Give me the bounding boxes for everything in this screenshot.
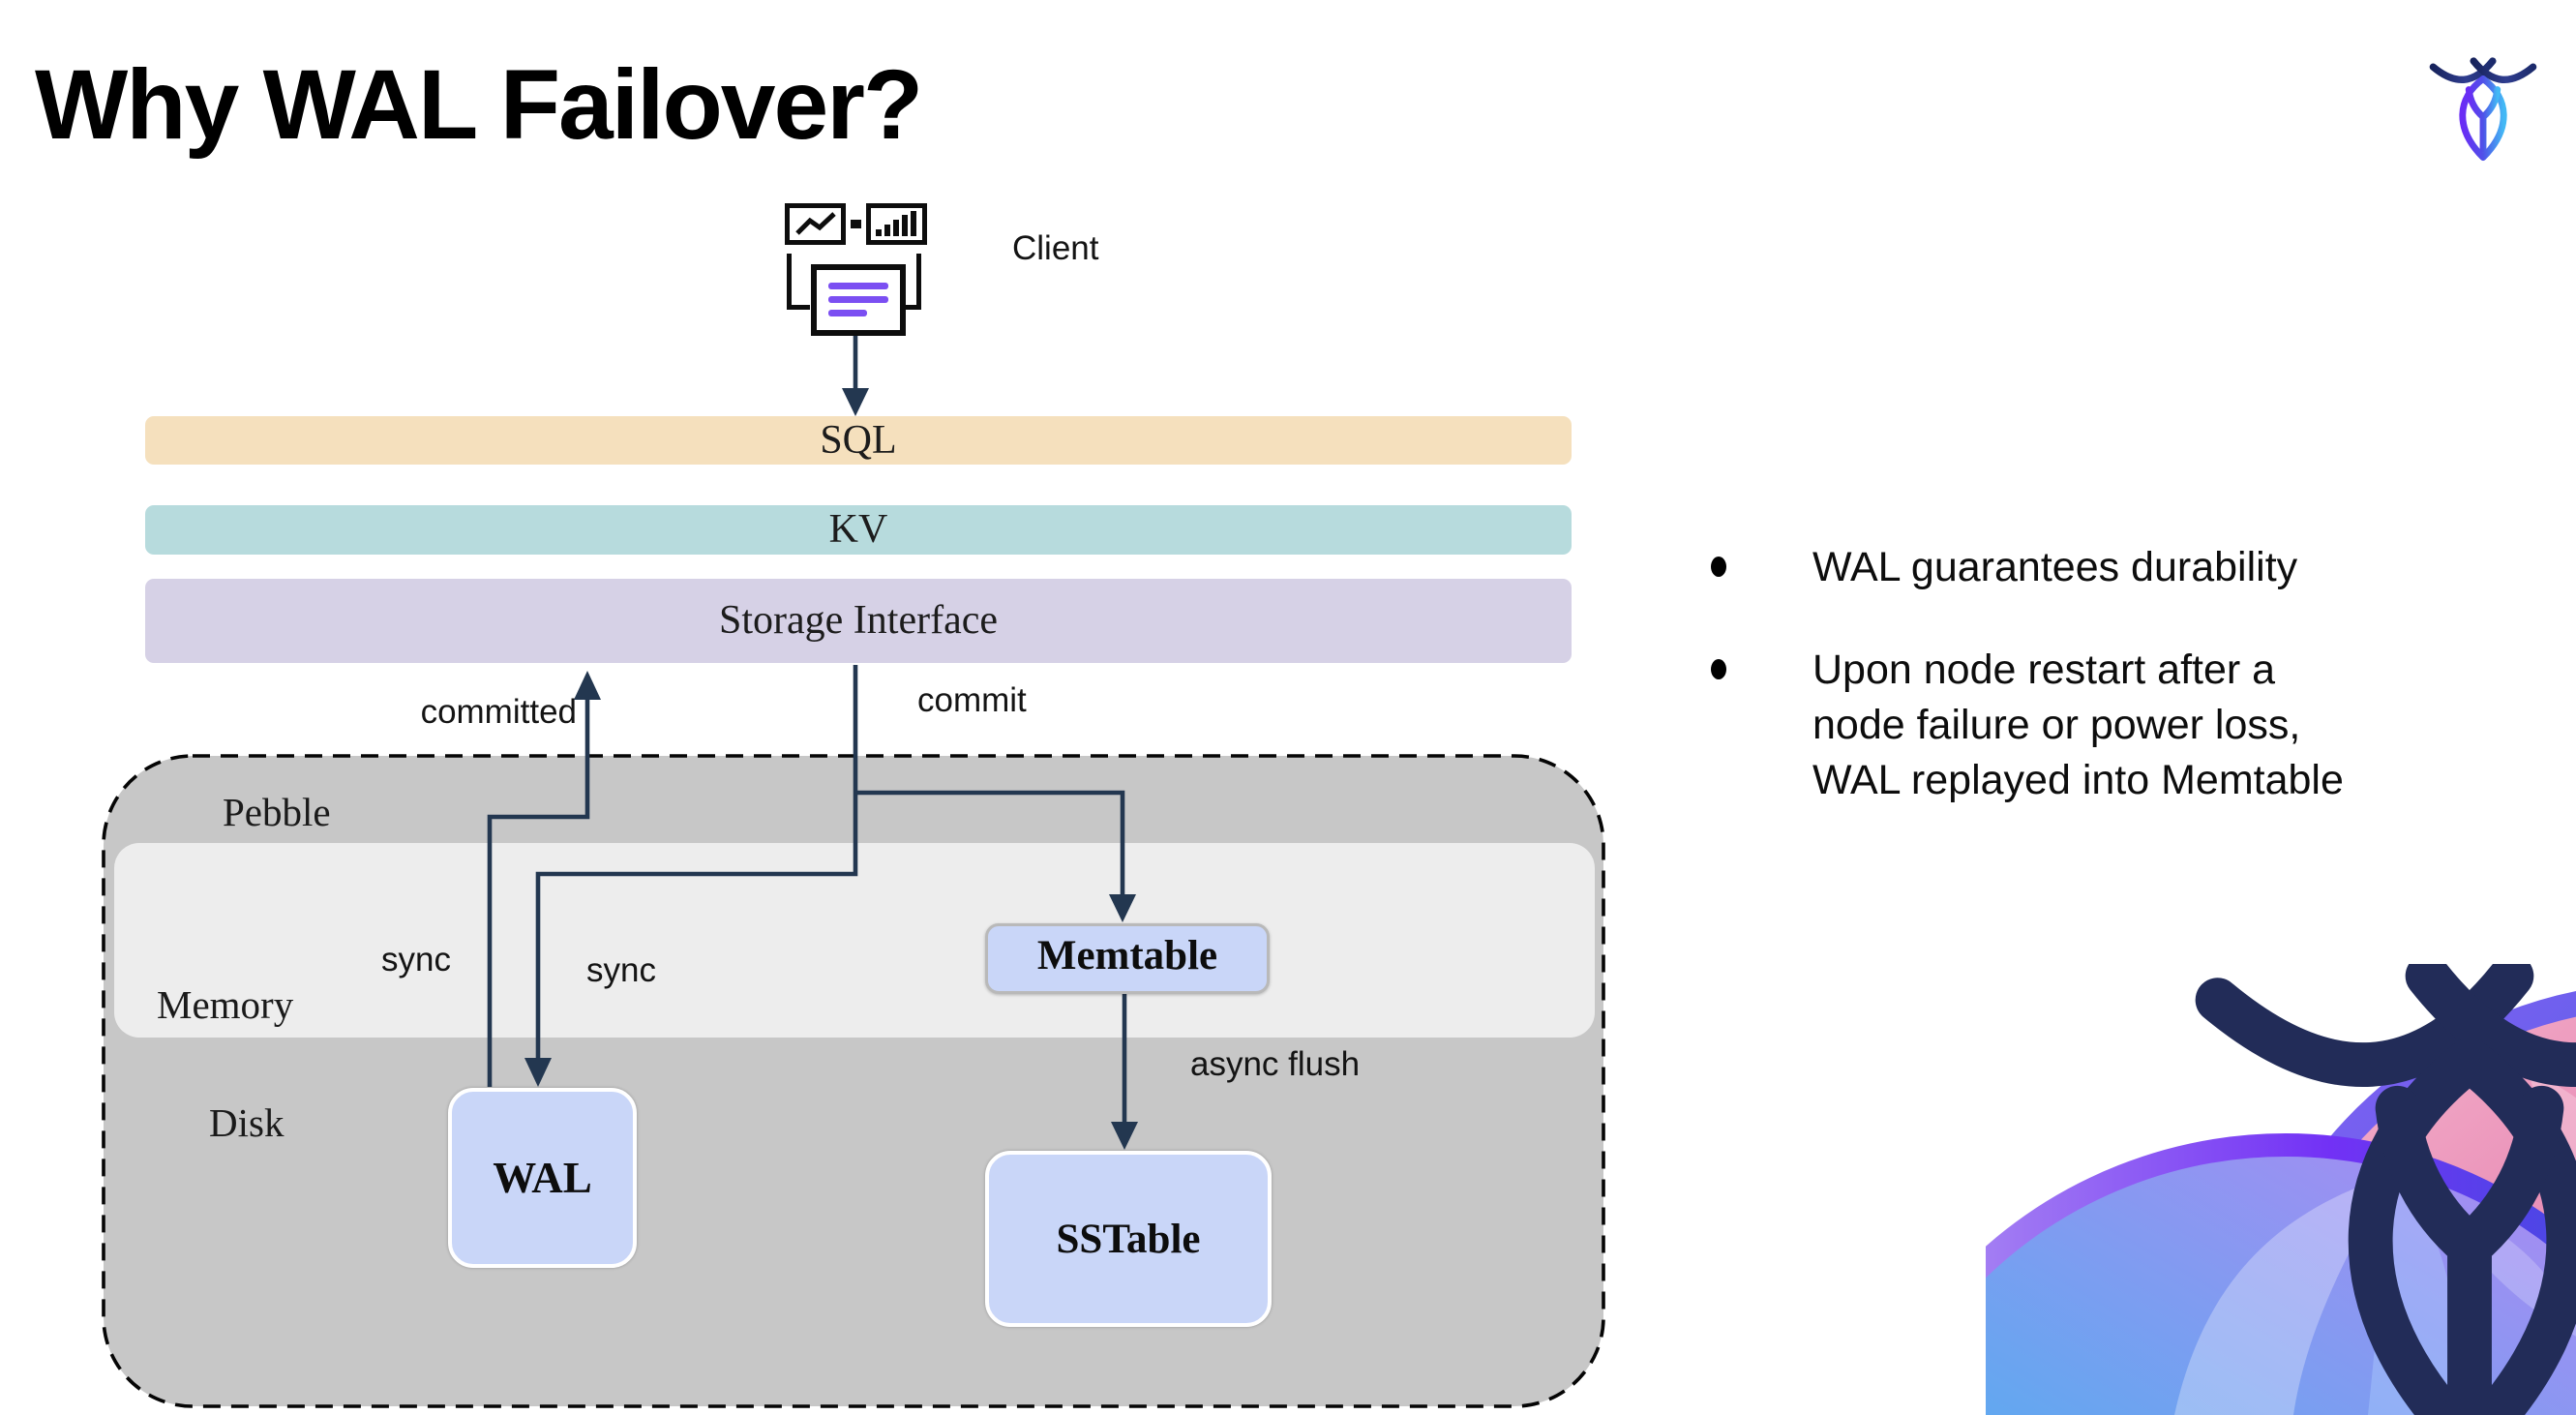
sql-layer-label: SQL (820, 418, 897, 463)
page-title: Why WAL Failover? (35, 49, 923, 160)
connector-dash (851, 220, 861, 228)
disk-label: Disk (209, 1100, 285, 1145)
client-label: Client (1012, 229, 1099, 267)
pebble-label: Pebble (223, 790, 331, 834)
brand-art (1986, 964, 2576, 1415)
async-flush-label: async flush (1190, 1045, 1361, 1083)
sql-layer-bar: SQL (145, 416, 1572, 465)
bullet-1 (1711, 557, 1726, 577)
kv-layer-bar: KV (145, 505, 1572, 555)
bracket-right-icon (898, 254, 921, 310)
storage-interface-layer-bar: Storage Interface (145, 579, 1572, 663)
storage-interface-label: Storage Interface (719, 598, 998, 643)
committed-arrow (487, 700, 590, 1087)
arrowhead-down-wal (524, 1058, 552, 1087)
memory-label: Memory (157, 982, 294, 1027)
kv-layer-label: KV (828, 507, 888, 552)
cockroachdb-logo-icon (2429, 57, 2537, 162)
bracket-left-icon (787, 254, 810, 310)
commit-sync-arrow (535, 665, 858, 1058)
bar-chart-icon (866, 203, 927, 245)
bullet-2-line-2: node failure or power loss, (1812, 702, 2301, 748)
bullet-1-dot (1711, 557, 1726, 577)
bullet-1-text: WAL guarantees durability (1812, 544, 2298, 590)
arrowhead-down-sql (842, 388, 869, 416)
commit-edge-label: commit (917, 681, 1027, 719)
sync-left-label: sync (381, 941, 451, 978)
bullet-2-line-3: WAL replayed into Memtable (1812, 757, 2344, 803)
brand-cockroach-glyph (2195, 964, 2576, 1415)
bullet-2-text: Upon node restart after a node failure o… (1812, 643, 2344, 808)
brand-blue-ring (1986, 1133, 2576, 1279)
line-chart-icon (785, 203, 846, 245)
commit-memtable-arrow (855, 790, 1125, 894)
bullet-2-line-1: Upon node restart after a (1812, 647, 2276, 693)
committed-edge-label: committed (420, 693, 577, 731)
arrowhead-down-sstable (1111, 1122, 1138, 1150)
arrowhead-down-memtable (1109, 894, 1136, 922)
bullet-2-dot (1711, 659, 1726, 679)
sync-right-label: sync (586, 951, 656, 989)
bullet-2 (1711, 659, 1726, 679)
arrowhead-up-storage (574, 671, 601, 700)
client-device-icon (779, 194, 944, 341)
document-icon (811, 264, 906, 336)
